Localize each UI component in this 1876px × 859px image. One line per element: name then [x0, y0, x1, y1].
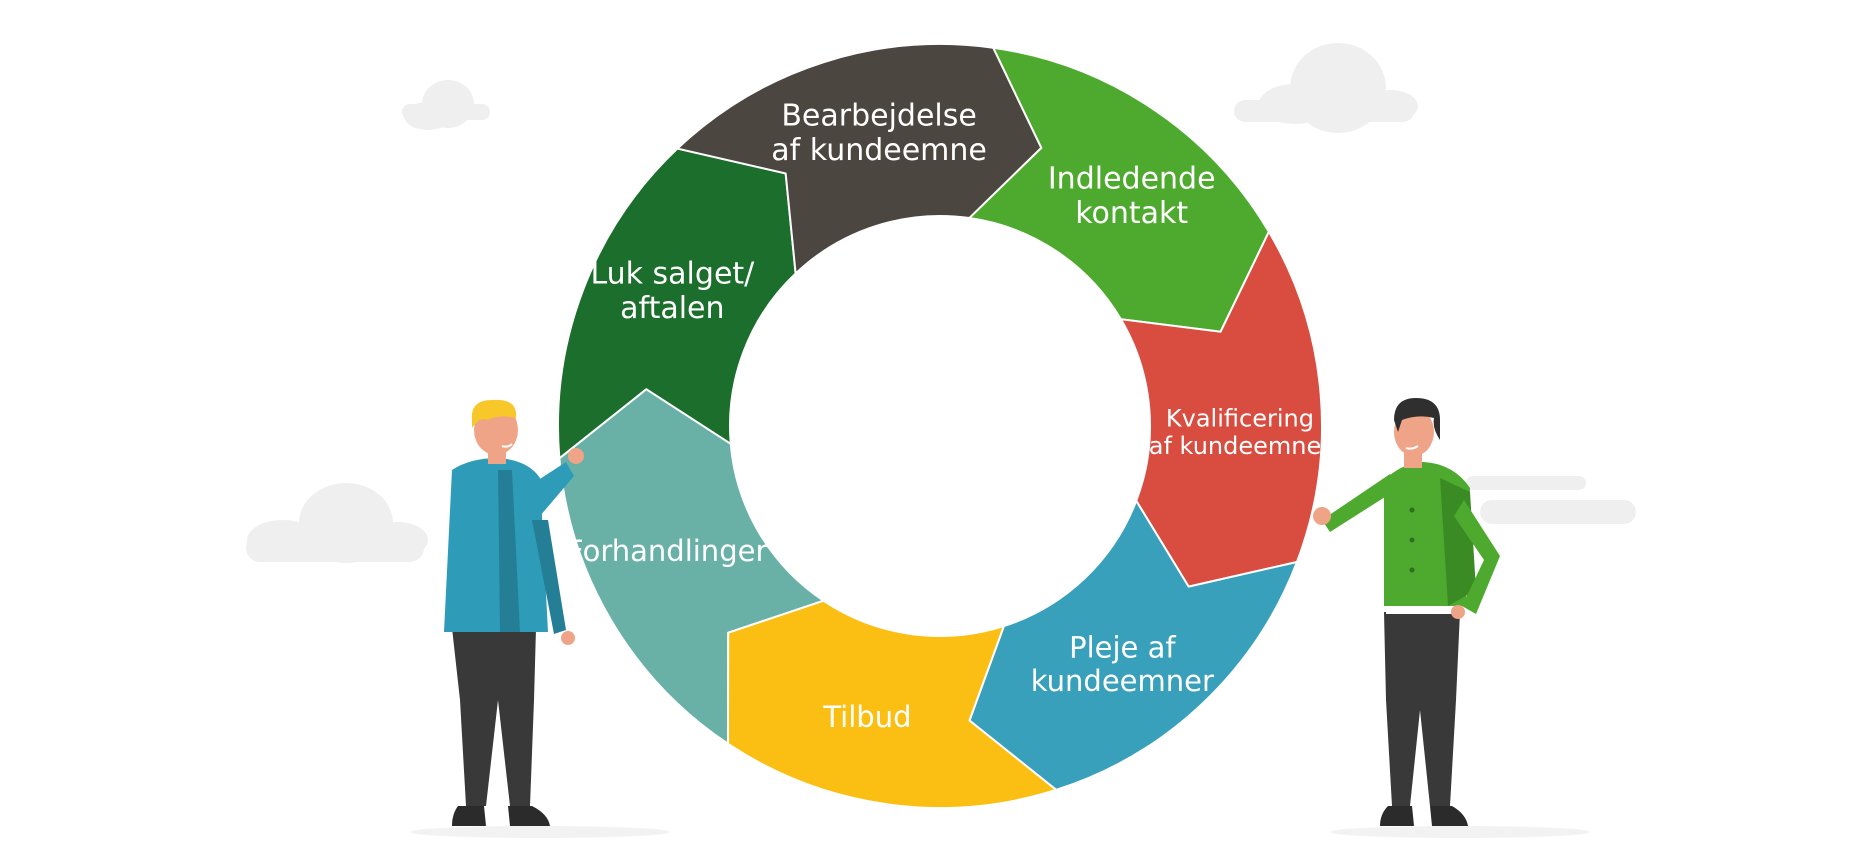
- stage-label-line: af kundeemner: [1149, 432, 1331, 460]
- stage-label-line: Pleje af: [1069, 631, 1176, 665]
- cloud-icon: [402, 80, 490, 130]
- background-clouds: [246, 43, 1636, 563]
- stage-label-line: Bearbejdelse: [781, 98, 977, 133]
- cloud-icon: [1234, 43, 1418, 133]
- ring-center: [730, 216, 1150, 636]
- stage-label-negotiate: Forhandlinger: [567, 534, 767, 568]
- ground-shadow: [410, 826, 670, 838]
- stage-label-line: Tilbud: [822, 700, 911, 734]
- stage-label-line: Indledende: [1048, 161, 1216, 196]
- ground-shadow: [1330, 826, 1590, 838]
- stage-label-line: kontakt: [1075, 196, 1188, 231]
- stage-label-line: Kvalificering: [1166, 405, 1314, 433]
- presenter-man-blond-icon: [444, 399, 584, 826]
- stage-label-line: aftalen: [620, 291, 724, 326]
- stage-label-line: Forhandlinger: [567, 534, 767, 568]
- sales-cycle-ring: [557, 43, 1323, 809]
- stage-label-line: Luk salget/: [590, 257, 755, 292]
- stage-label-close: Luk salget/aftalen: [590, 257, 755, 327]
- cloud-icon: [1466, 476, 1636, 524]
- stage-label-offer: Tilbud: [822, 700, 911, 734]
- stage-label-line: kundeemner: [1031, 664, 1214, 698]
- cloud-icon: [246, 483, 428, 563]
- presenter-man-dark-hair-icon: [1313, 398, 1500, 826]
- stage-label-line: af kundeemne: [771, 133, 987, 168]
